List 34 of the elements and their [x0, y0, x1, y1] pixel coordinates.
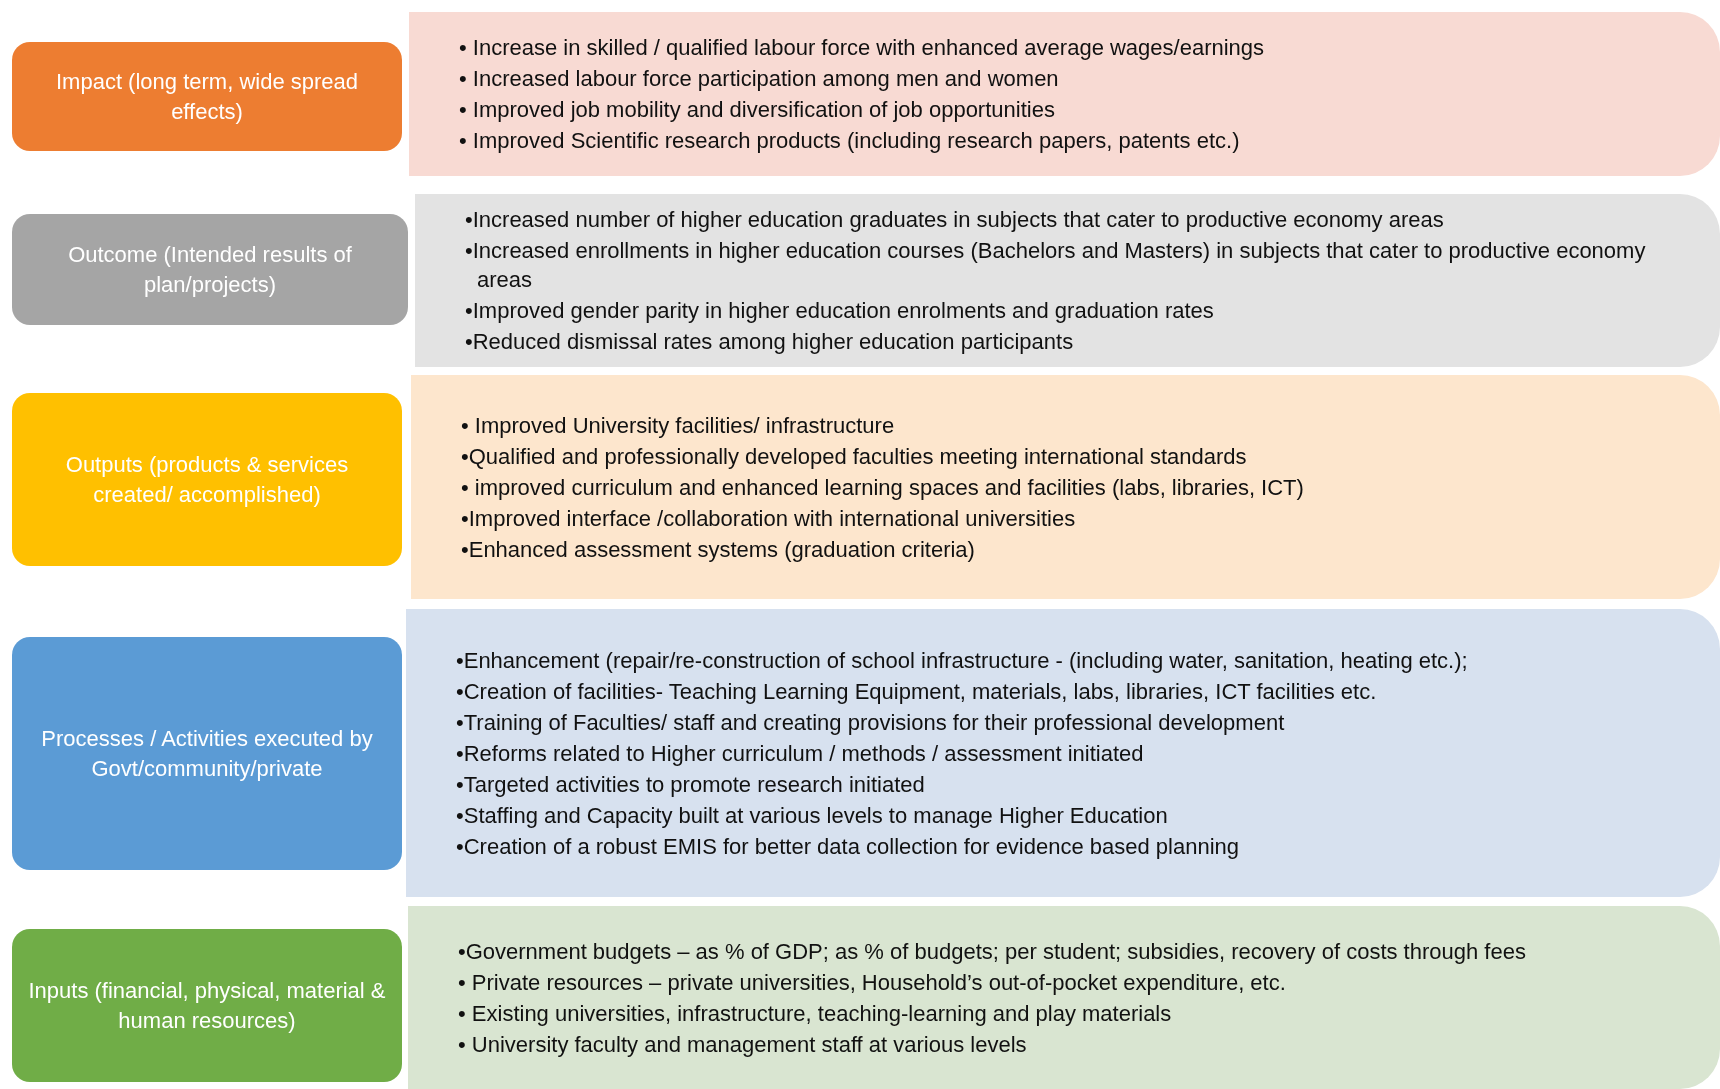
bullet-point-text: • Private resources – private universities, Household’s out-of-pocket expenditure, etc.: [458, 969, 1286, 995]
bullet-point-text: • Existing universities, infrastructure, teaching-learning and play materials: [458, 1000, 1172, 1026]
level-label-box: Outcome (Intended results of plan/projects): [12, 214, 408, 325]
bullet-point-text: •Targeted activities to promote research initiated: [456, 771, 925, 797]
bullet-point-text: •Improved interface /collaboration with international universities: [461, 505, 1076, 531]
bullet-point-text: • Improved job mobility and diversification of job opportunities: [459, 97, 1055, 122]
bullet-list-panel: [408, 906, 1720, 1089]
bullet-point-text: •Reduced dismissal rates among higher education participants: [465, 329, 1074, 354]
level-label-box: Inputs (financial, physical, material & human resources): [12, 929, 402, 1082]
bullet-point-text: •Government budgets – as % of GDP; as % of budgets; per student; subsidies, recovery of costs through fees: [458, 938, 1526, 964]
bullet-point-text: •Enhanced assessment systems (graduation criteria): [461, 536, 975, 562]
bullet-point-text: •Creation of a robust EMIS for better data collection for evidence based planning: [456, 833, 1240, 859]
bullet-point-text: •Enhancement (repair/re-construction of school infrastructure - (including water, sanitation, heating etc.);: [456, 647, 1468, 673]
bullet-list-panel: [409, 12, 1720, 176]
bullet-point-text: • Increased labour force participation among men and women: [459, 66, 1059, 91]
bullet-list-panel: [411, 375, 1720, 599]
bullet-point-text: • Improved Scientific research products (including research papers, patents etc.): [459, 128, 1240, 153]
bullet-point-text: •Increased number of higher education graduates in subjects that cater to productive economy areas: [465, 207, 1444, 232]
bullet-point-text: • improved curriculum and enhanced learning spaces and facilities (labs, libraries, ICT): [461, 474, 1304, 500]
bullet-list-panel: [415, 194, 1720, 367]
bullet-point-text: • University faculty and management staff at various levels: [458, 1031, 1027, 1057]
bullet-point-text: •Improved gender parity in higher education enrolments and graduation rates: [465, 298, 1214, 323]
level-label-box: Impact (long term, wide spread effects): [12, 42, 402, 151]
bullet-point-text: •Reforms related to Higher curriculum / methods / assessment initiated: [456, 740, 1144, 766]
bullet-point-text: •Qualified and professionally developed faculties meeting international standards: [461, 443, 1247, 469]
bullet-point-text: •Creation of facilities- Teaching Learning Equipment, materials, labs, libraries, ICT facilities etc.: [456, 678, 1377, 704]
bullet-point-text: • Improved University facilities/ infrastructure: [461, 412, 895, 438]
bullet-list-panel: [406, 609, 1720, 897]
bullet-point-text: •Training of Faculties/ staff and creating provisions for their professional development: [456, 709, 1285, 735]
bullet-point-text: •Staffing and Capacity built at various levels to manage Higher Education: [456, 802, 1168, 828]
level-label-box: Outputs (products & services created/ accomplished): [12, 393, 402, 566]
bullet-point-text: •Increased enrollments in higher education courses (Bachelors and Masters) in subjects that cater to productive economy areas: [465, 238, 1646, 292]
bullet-point-text: • Increase in skilled / qualified labour force with enhanced average wages/earnings: [459, 35, 1265, 60]
level-label-box: Processes / Activities executed by Govt/community/private: [12, 637, 402, 870]
